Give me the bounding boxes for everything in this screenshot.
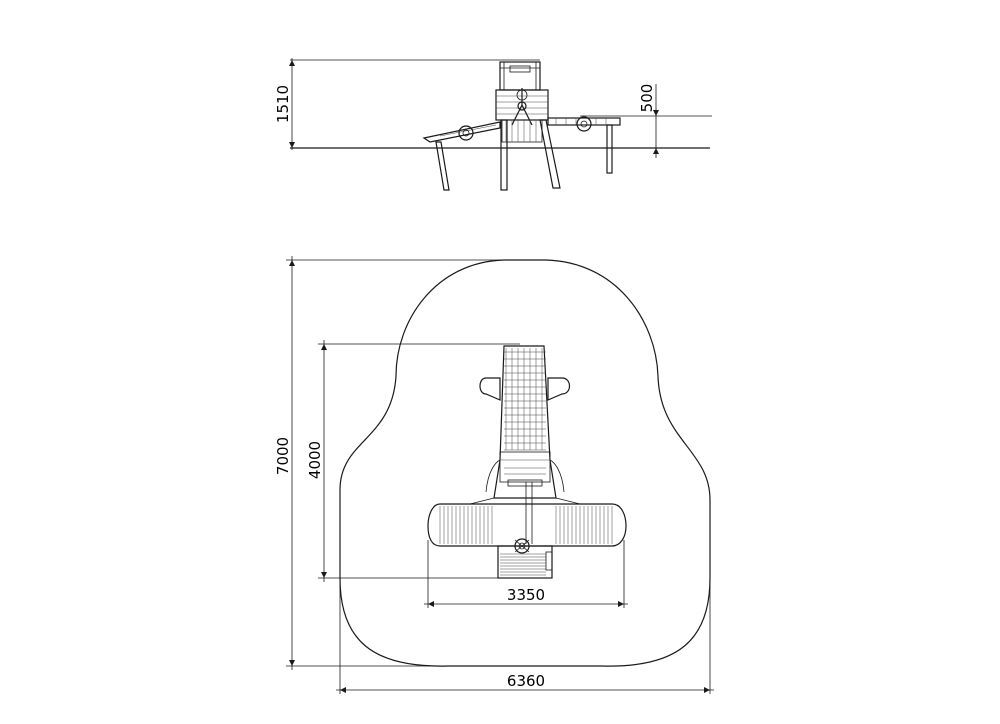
climbing-net (504, 348, 546, 451)
equipment-depth-label: 4000 (306, 441, 324, 479)
wingspan-label: 3350 (507, 586, 545, 604)
dim-arrow (321, 344, 327, 350)
dim-arrow (289, 260, 295, 266)
elevation-right-wing (547, 116, 621, 174)
tail-fin-left (479, 377, 501, 401)
platform-height-label: 500 (638, 84, 656, 113)
dim-arrow (340, 687, 346, 693)
propeller-hub (514, 538, 530, 554)
elevation-height-label: 1510 (274, 85, 292, 123)
dim-arrow (428, 601, 434, 607)
elevation-tower (495, 61, 561, 191)
dim-arrow (289, 142, 295, 148)
side-elevation-view: 1510 500 (274, 58, 712, 191)
total-width-label: 6360 (507, 672, 545, 690)
plan-wings (427, 503, 627, 547)
nose-stripes (500, 553, 546, 576)
elevation-left-wing (422, 121, 501, 191)
dim-arrow (704, 687, 710, 693)
dim-arrow (289, 660, 295, 666)
nose-section (497, 545, 553, 579)
safety-zone-outline (339, 259, 711, 667)
total-depth-label: 7000 (274, 437, 292, 475)
dim-arrow (289, 60, 295, 66)
dim-arrow (653, 148, 659, 154)
plan-airplane (427, 345, 627, 579)
dim-arrow (321, 572, 327, 578)
plan-view: 7000 4000 3350 6360 (274, 256, 714, 694)
dim-arrow (618, 601, 624, 607)
tail-fin-right (547, 377, 571, 401)
wing-stripes (439, 506, 613, 544)
dim-arrow (653, 110, 659, 116)
